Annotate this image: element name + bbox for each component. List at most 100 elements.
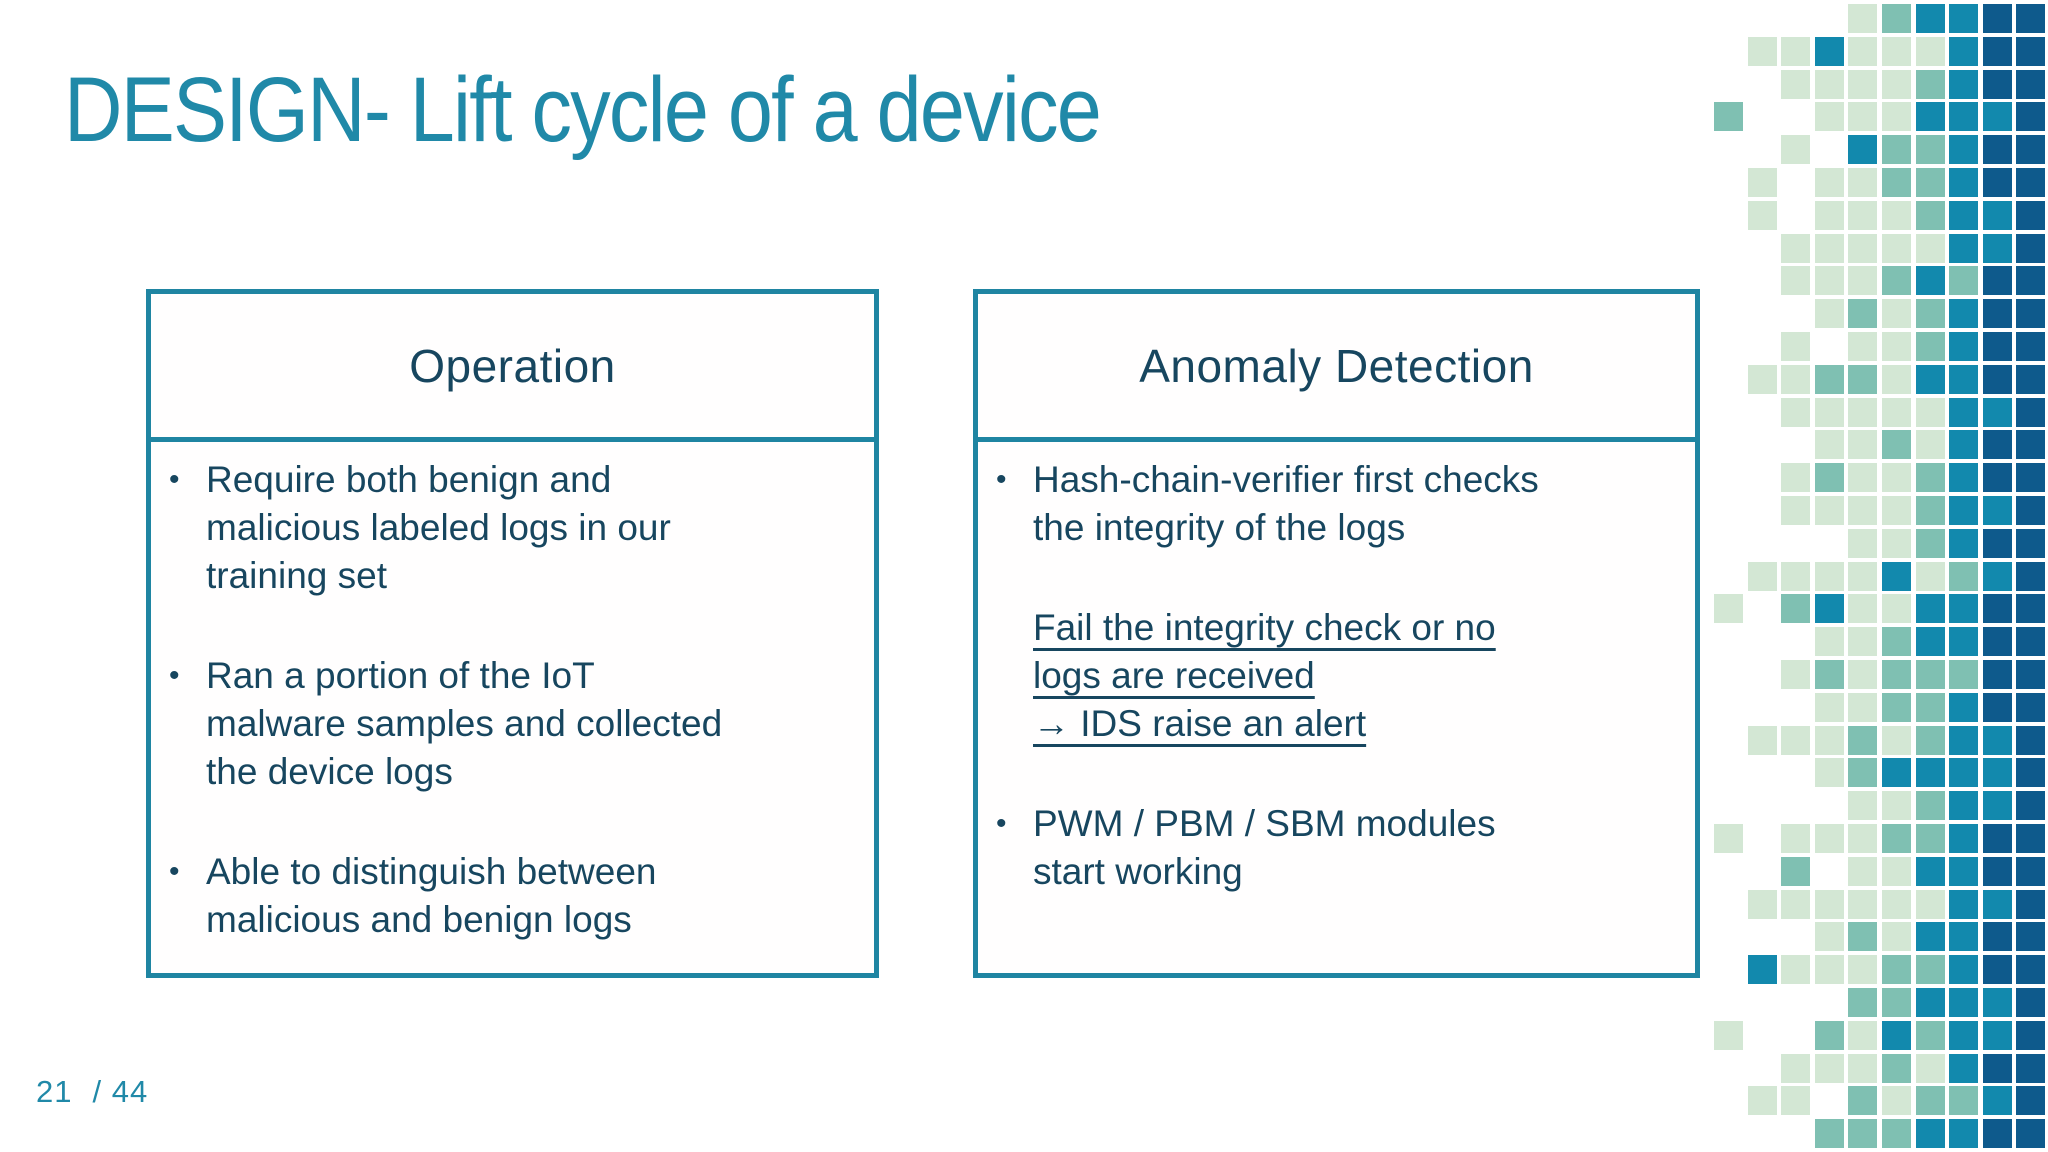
mosaic-square (2016, 135, 2046, 165)
page-title: DESIGN- Lift cycle of a device (64, 59, 1102, 161)
mosaic-square (1814, 660, 1844, 689)
mosaic-square (1848, 824, 1878, 853)
mosaic-square (1915, 889, 1945, 919)
mosaic-square (1915, 824, 1945, 853)
mosaic-square (1982, 4, 2012, 33)
mosaic-square (1848, 364, 1878, 394)
mosaic-square (1982, 561, 2012, 591)
text-line: the integrity of the logs (1033, 507, 1406, 548)
mosaic-square (1949, 758, 1979, 788)
mosaic-square (1848, 955, 1878, 985)
mosaic-square (1915, 791, 1945, 821)
mosaic-square (1882, 561, 1911, 591)
mosaic-square (1747, 200, 1777, 230)
mosaic-square (1982, 463, 2012, 493)
mosaic-square (1982, 692, 2012, 722)
mosaic-square (1915, 1086, 1945, 1116)
mosaic-square (1714, 594, 1743, 624)
mosaic-square (1848, 922, 1878, 952)
mosaic-square (1848, 1119, 1878, 1149)
mosaic-square (1882, 102, 1911, 132)
mosaic-square (1949, 463, 1979, 493)
mosaic-square (1848, 200, 1878, 230)
text-line: Hash-chain-verifier first checks (1033, 459, 1539, 500)
text-line: malicious and benign logs (206, 899, 632, 940)
anomaly-detection-box: Anomaly Detection •Hash-chain-verifier f… (973, 289, 1700, 978)
mosaic-square (2016, 69, 2046, 99)
mosaic-square (1949, 692, 1979, 722)
mosaic-square (1949, 594, 1979, 624)
mosaic-square (2016, 496, 2046, 525)
mosaic-square (1814, 1020, 1844, 1050)
text-line: PWM / PBM / SBM modules (1033, 803, 1496, 844)
mosaic-square (1848, 430, 1878, 460)
mosaic-square (1781, 856, 1811, 886)
mosaic-square (1848, 791, 1878, 821)
mosaic-square (2016, 233, 2046, 263)
anomaly-detection-box-header: Anomaly Detection (978, 294, 1695, 442)
mosaic-square (1848, 627, 1878, 657)
mosaic-square (1982, 1119, 2012, 1149)
mosaic-square (1949, 889, 1979, 919)
mosaic-square (1814, 1119, 1844, 1149)
mosaic-square (1882, 332, 1911, 361)
item-text: Hash-chain-verifier first checks the inte… (1033, 456, 1677, 552)
mosaic-square (1915, 233, 1945, 263)
mosaic-square (1848, 692, 1878, 722)
mosaic-square (1814, 168, 1844, 197)
mosaic-square (2016, 102, 2046, 132)
mosaic-square (1982, 135, 2012, 165)
mosaic-square (1949, 36, 1979, 66)
mosaic-square (2016, 889, 2046, 919)
mosaic-square (1915, 332, 1945, 361)
mosaic-square (2016, 791, 2046, 821)
mosaic-square (1714, 824, 1743, 853)
mosaic-square (2016, 955, 2046, 985)
mosaic-square (1781, 594, 1811, 624)
mosaic-square (1949, 856, 1979, 886)
mosaic-square (1882, 791, 1911, 821)
mosaic-square (1882, 856, 1911, 886)
mosaic-square (1848, 1086, 1878, 1116)
mosaic-square (1814, 299, 1844, 329)
mosaic-square (1882, 463, 1911, 493)
mosaic-square (2016, 922, 2046, 952)
mosaic-square (2016, 1020, 2046, 1050)
mosaic-square (1848, 102, 1878, 132)
mosaic-square (1882, 168, 1911, 197)
mosaic-square (1982, 397, 2012, 427)
mosaic-square (1949, 824, 1979, 853)
text-line: Ran a portion of the IoT (206, 655, 595, 696)
mosaic-square (1949, 102, 1979, 132)
mosaic-square (2016, 364, 2046, 394)
mosaic-square (1781, 36, 1811, 66)
mosaic-square (1848, 725, 1878, 755)
mosaic-square (1882, 758, 1911, 788)
mosaic-square (1882, 824, 1911, 853)
mosaic-square (1882, 69, 1911, 99)
mosaic-square (1848, 594, 1878, 624)
mosaic-square (2016, 430, 2046, 460)
mosaic-square (1982, 988, 2012, 1017)
bullet-icon: • (169, 463, 180, 496)
mosaic-square (2016, 4, 2046, 33)
mosaic-square (1814, 397, 1844, 427)
mosaic-square (1949, 1020, 1979, 1050)
mosaic-square (1982, 889, 2012, 919)
mosaic-square (1747, 725, 1777, 755)
mosaic-square (1747, 889, 1777, 919)
mosaic-square (1882, 627, 1911, 657)
mosaic-square (1848, 528, 1878, 558)
mosaic-square (1915, 102, 1945, 132)
mosaic-square (1982, 200, 2012, 230)
mosaic-square (1949, 135, 1979, 165)
mosaic-square (1982, 594, 2012, 624)
mosaic-square (1949, 1053, 1979, 1083)
mosaic-square (1982, 430, 2012, 460)
mosaic-square (1982, 332, 2012, 361)
mosaic-square (1982, 627, 2012, 657)
